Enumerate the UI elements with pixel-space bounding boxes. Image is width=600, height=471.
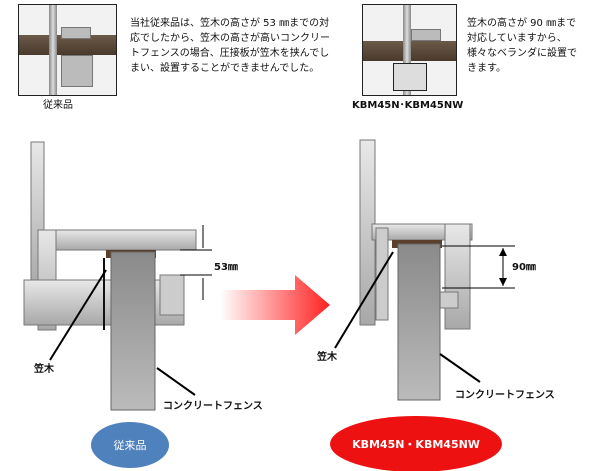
new-product-badge: KBM45N・KBM45NW <box>330 416 502 471</box>
old-product-badge: 従来品 <box>91 422 169 468</box>
old-drawing <box>23 141 212 411</box>
new-dimension-label: 90㎜ <box>512 262 536 273</box>
new-description: 笠木の高さが 90 ㎜まで対応していますから、様々なベランダに設置できます。 <box>467 18 577 74</box>
new-kasagi-label: 笠木 <box>317 352 337 363</box>
old-badge-text: 従来品 <box>113 439 147 452</box>
old-photo-label: 従来品 <box>43 100 73 111</box>
new-product-photo <box>362 4 457 96</box>
new-photo-label: KBM45N･KBM45NW <box>352 100 464 111</box>
new-drawing <box>334 139 515 401</box>
arrow-icon <box>220 275 330 335</box>
old-kasagi-label: 笠木 <box>34 364 54 375</box>
new-badge-text: KBM45N・KBM45NW <box>352 438 480 451</box>
new-fence-label: コンクリートフェンス <box>455 390 555 401</box>
old-fence-label: コンクリートフェンス <box>163 401 263 412</box>
old-dimension-label: 53㎜ <box>214 262 238 273</box>
old-product-photo <box>18 4 117 96</box>
old-description: 当社従来品は、笠木の高さが 53 ㎜までの対応でしたから、笠木の高さが高いコンク… <box>130 18 330 74</box>
